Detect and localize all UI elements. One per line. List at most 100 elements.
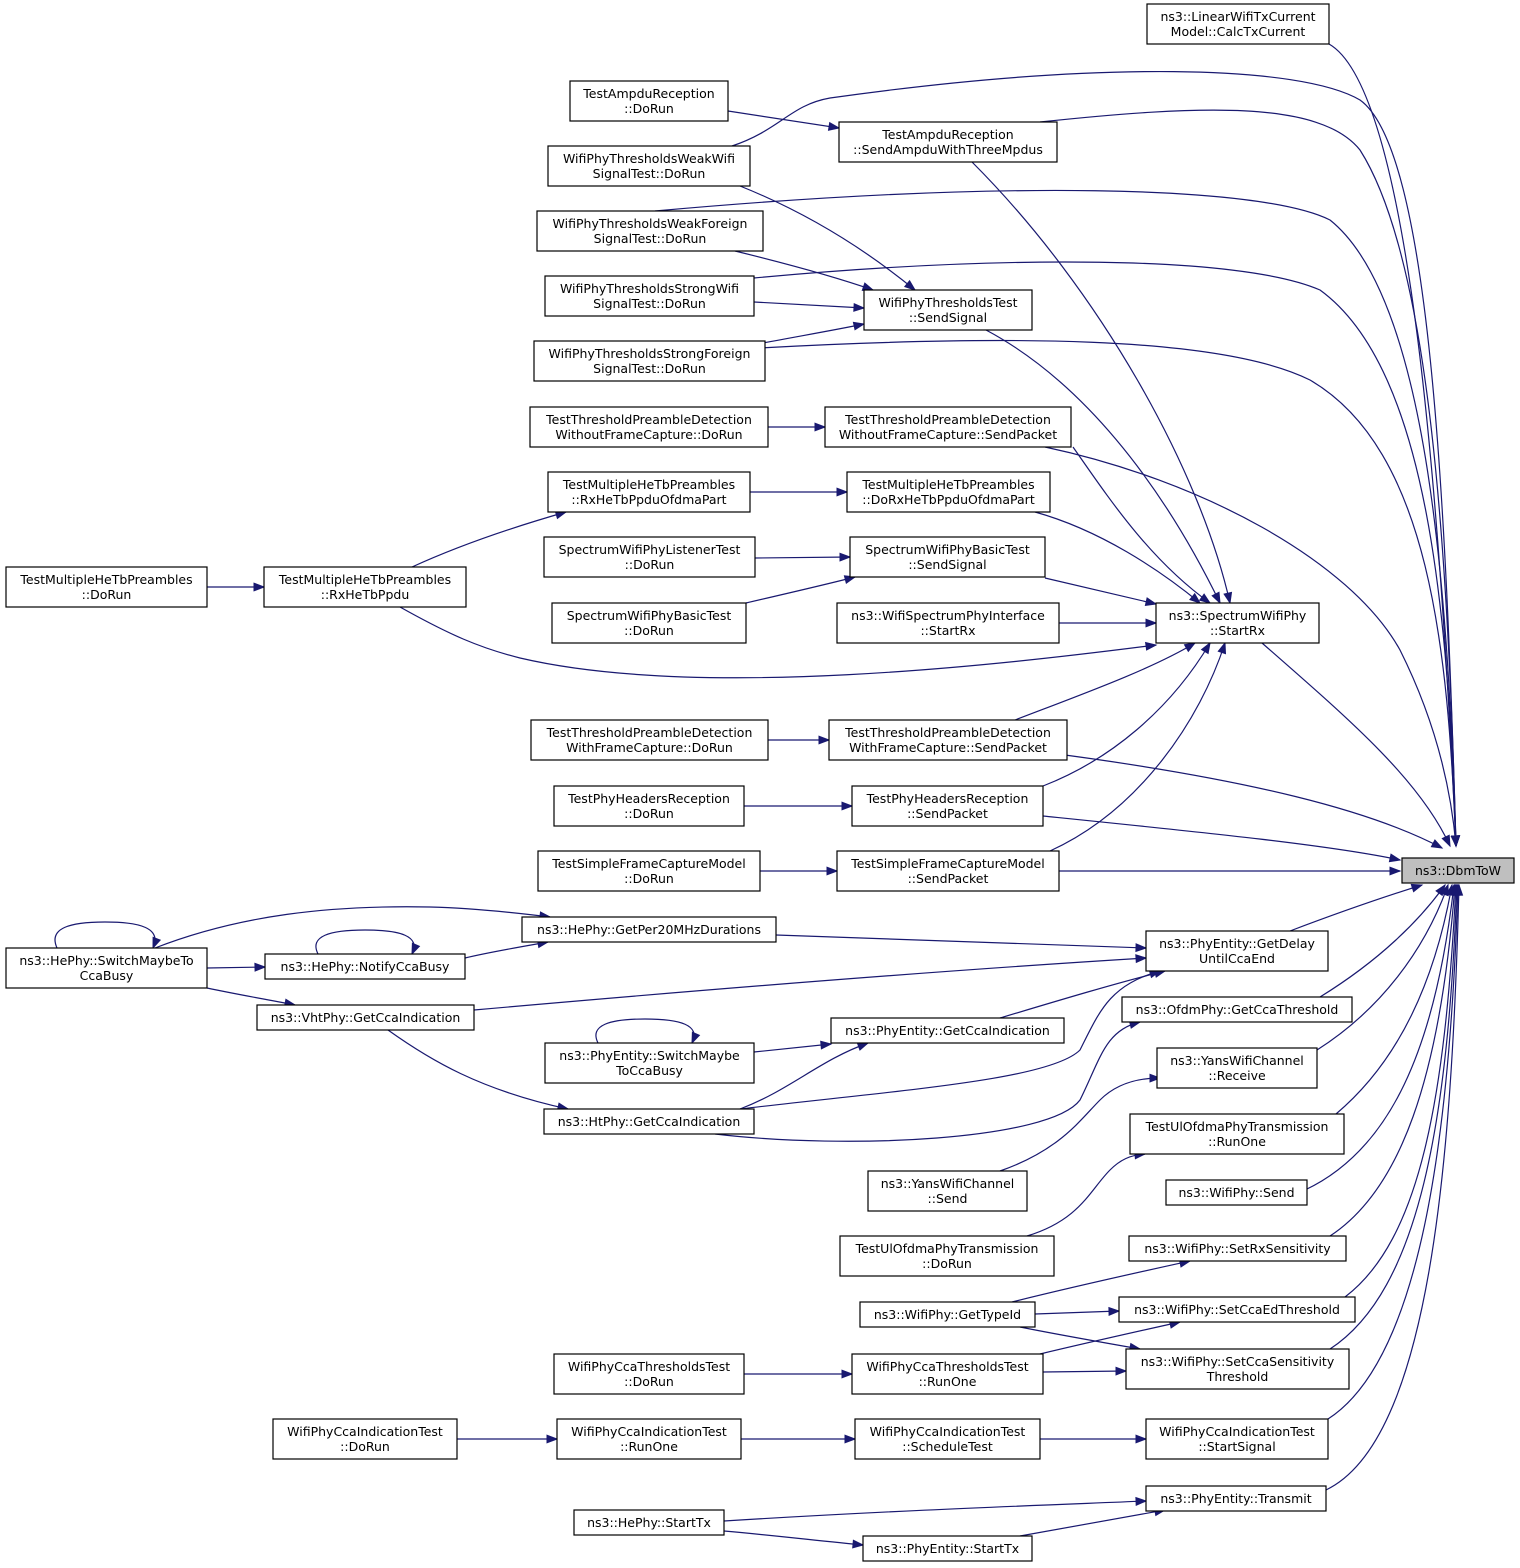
edge-line (1289, 884, 1423, 932)
node-linear[interactable]: ns3::LinearWifiTxCurrentModel::CalcTxCur… (1146, 3, 1330, 45)
node-gettypeid[interactable]: ns3::WifiPhy::GetTypeId (859, 1301, 1036, 1328)
node-label: Threshold (1206, 1369, 1269, 1384)
node-tpd-w-send[interactable]: TestThresholdPreambleDetectionWithFrameC… (828, 719, 1068, 761)
node-ccaind-start[interactable]: WifiPhyCcaIndicationTest::StartSignal (1145, 1418, 1329, 1460)
node-box (547, 145, 751, 187)
node-sfcm-dorun[interactable]: TestSimpleFrameCaptureModel::DoRun (537, 850, 761, 892)
node-box (573, 1509, 725, 1536)
node-box (264, 953, 466, 980)
node-sfcm-send[interactable]: TestSimpleFrameCaptureModel::SendPacket (836, 850, 1060, 892)
node-label: ns3::VhtPhy::GetCcaIndication (271, 1010, 461, 1025)
node-ofdm-cca[interactable]: ns3::OfdmPhy::GetCcaThreshold (1121, 996, 1353, 1023)
node-phr-dorun[interactable]: TestPhyHeadersReception::DoRun (553, 785, 745, 827)
node-label: SpectrumWifiPhyBasicTest (567, 608, 732, 623)
node-weakwifi[interactable]: WifiPhyThresholdsWeakWifiSignalTest::DoR… (547, 145, 751, 187)
node-tpd-wo-dorun[interactable]: TestThresholdPreambleDetectionWithoutFra… (529, 406, 769, 448)
edge-weakwifi-to-thresh-send (739, 185, 917, 291)
node-strongforeign[interactable]: WifiPhyThresholdsStrongForeignSignalTest… (533, 340, 766, 382)
arrowhead-icon (1223, 591, 1233, 605)
edge-mhtb-dorxofdma-to-swp-startrx (1034, 511, 1202, 604)
edge-linear-to-dbmtow (1328, 43, 1460, 848)
node-label: TestMultipleHeTbPreambles (562, 477, 735, 492)
node-cca-thr-dorun[interactable]: WifiPhyCcaThresholdsTest::DoRun (553, 1353, 745, 1395)
node-ampdu-send[interactable]: TestAmpduReception::SendAmpduWithThreeMp… (838, 121, 1058, 163)
edge-ampdu-send-to-swp-startrx (971, 161, 1233, 605)
edge-sfcm-send-to-swp-startrx (1049, 641, 1227, 852)
node-set-rxsens[interactable]: ns3::WifiPhy::SetRxSensitivity (1128, 1235, 1347, 1262)
node-hephy-notify[interactable]: ns3::HePhy::NotifyCcaBusy (264, 953, 466, 980)
node-vhtphy-cca[interactable]: ns3::VhtPhy::GetCcaIndication (256, 1004, 475, 1031)
node-box (1155, 602, 1320, 644)
edge-ampdu-send-to-dbmtow (1039, 109, 1461, 848)
node-phyentity-tx[interactable]: ns3::PhyEntity::Transmit (1145, 1485, 1327, 1512)
node-strongwifi[interactable]: WifiPhyThresholdsStrongWifiSignalTest::D… (544, 275, 755, 317)
node-ampdu-dorun[interactable]: TestAmpduReception::DoRun (569, 80, 729, 122)
node-phyentity-starttx[interactable]: ns3::PhyEntity::StartTx (862, 1535, 1033, 1562)
node-label: ::StartRx (920, 623, 975, 638)
node-label: WifiPhyCcaThresholdsTest (568, 1359, 730, 1374)
node-box (839, 1235, 1055, 1277)
node-label: ns3::OfdmPhy::GetCcaThreshold (1136, 1002, 1339, 1017)
node-phr-send[interactable]: TestPhyHeadersReception::SendPacket (851, 785, 1044, 827)
node-mhtb-dorun[interactable]: TestMultipleHeTbPreambles::DoRun (5, 566, 208, 608)
node-ccaind-dorun[interactable]: WifiPhyCcaIndicationTest::DoRun (272, 1418, 458, 1460)
node-cca-thr-runone[interactable]: WifiPhyCcaThresholdsTest::RunOne (851, 1353, 1044, 1395)
node-weakforeign[interactable]: WifiPhyThresholdsWeakForeignSignalTest::… (536, 210, 764, 252)
node-label: ns3::WifiPhy::SetCcaEdThreshold (1134, 1302, 1340, 1317)
node-htphy-cca[interactable]: ns3::HtPhy::GetCcaIndication (543, 1108, 755, 1135)
node-swp-startrx[interactable]: ns3::SpectrumWifiPhy::StartRx (1155, 602, 1320, 644)
edge-line (727, 110, 840, 129)
node-swp-basic-send[interactable]: SpectrumWifiPhyBasicTest::SendSignal (849, 536, 1046, 578)
node-label: ::DoRun (624, 101, 674, 116)
node-swp-basic-dorun[interactable]: SpectrumWifiPhyBasicTest::DoRun (551, 602, 747, 644)
node-hephy-starttx[interactable]: ns3::HePhy::StartTx (573, 1509, 725, 1536)
node-dbmtow[interactable]: ns3::DbmToW (1401, 857, 1515, 884)
edge-line (734, 250, 874, 291)
node-box (836, 850, 1060, 892)
node-yans-send[interactable]: ns3::YansWifiChannel::Send (867, 1170, 1028, 1212)
node-label: CcaBusy (80, 968, 134, 983)
node-mhtb-dorxofdma[interactable]: TestMultipleHeTbPreambles::DoRxHeTbPpduO… (846, 471, 1051, 513)
node-ulofdma-runone[interactable]: TestUlOfdmaPhyTransmission::RunOne (1129, 1113, 1345, 1155)
node-ccaind-sched[interactable]: WifiPhyCcaIndicationTest::ScheduleTest (854, 1418, 1041, 1460)
node-ulofdma-dorun[interactable]: TestUlOfdmaPhyTransmission::DoRun (839, 1235, 1055, 1277)
node-box (1125, 1348, 1350, 1390)
node-label: ns3::YansWifiChannel (1170, 1053, 1304, 1068)
node-mhtb-rxppdu[interactable]: TestMultipleHeTbPreambles::RxHeTbPpdu (263, 566, 467, 608)
edge-line (753, 301, 865, 309)
node-box (1118, 1296, 1356, 1323)
node-hephy-per20[interactable]: ns3::HePhy::GetPer20MHzDurations (521, 916, 777, 943)
node-label: ::SendAmpduWithThreeMpdus (853, 142, 1043, 157)
node-wifiphy-send[interactable]: ns3::WifiPhy::Send (1165, 1179, 1308, 1206)
arrowhead-icon (1189, 592, 1202, 604)
edge-vhtphy-cca-to-htphy-cca (387, 1029, 570, 1112)
node-wspi-startrx[interactable]: ns3::WifiSpectrumPhyInterface::StartRx (836, 602, 1060, 644)
node-tpd-wo-send[interactable]: TestThresholdPreambleDetectionWithoutFra… (824, 406, 1072, 448)
node-ccaind-runone[interactable]: WifiPhyCcaIndicationTest::RunOne (556, 1418, 742, 1460)
edge-gettypeid-to-set-ccaed (1034, 1306, 1121, 1316)
edge-swp-startrx-to-dbmtow (1261, 642, 1451, 848)
arrowhead-icon (1144, 597, 1158, 606)
node-thresh-send[interactable]: WifiPhyThresholdsTest::SendSignal (863, 289, 1033, 331)
node-mhtb-rxofdma[interactable]: TestMultipleHeTbPreambles::RxHeTbPpduOfd… (547, 471, 751, 513)
arrowhead-icon (853, 302, 866, 312)
node-label: ns3::WifiPhy::Send (1178, 1185, 1294, 1200)
edge-line (1049, 642, 1226, 852)
node-set-ccaed[interactable]: ns3::WifiPhy::SetCcaEdThreshold (1118, 1296, 1356, 1323)
node-swp-listener[interactable]: SpectrumWifiPhyListenerTest::DoRun (543, 536, 756, 578)
edge-phyentity-switch-to-phyentity-switch (595, 1018, 701, 1045)
node-label: ::RxHeTbPpduOfdmaPart (571, 492, 726, 507)
node-yans-receive[interactable]: ns3::YansWifiChannel::Receive (1156, 1047, 1318, 1089)
node-phyentity-cca[interactable]: ns3::PhyEntity::GetCcaIndication (830, 1017, 1065, 1044)
node-box (846, 471, 1051, 513)
arrowhead-icon (1388, 853, 1402, 863)
node-tpd-w-dorun[interactable]: TestThresholdPreambleDetectionWithFrameC… (530, 719, 769, 761)
edge-tpd-w-send-to-swp-startrx (1014, 642, 1197, 721)
edge-ccaind-sched-to-ccaind-start (1040, 1434, 1148, 1444)
edge-tpd-wo-send-to-dbmtow (1044, 446, 1460, 848)
edge-line (1261, 642, 1451, 847)
